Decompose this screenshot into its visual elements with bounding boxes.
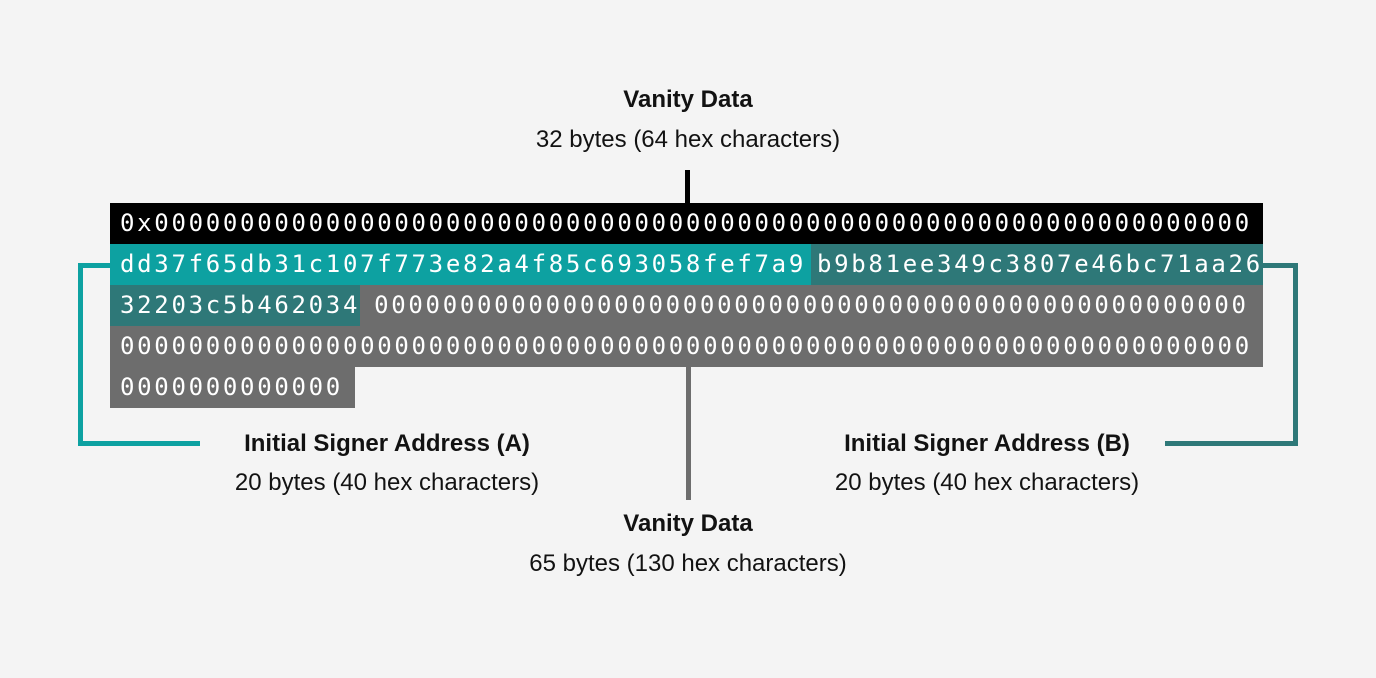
signer-b-bracket-top-line [1263, 263, 1298, 268]
signer-b-bracket-bottom-line [1165, 441, 1298, 446]
prefix-zeros-segment: 0x00000000000000000000000000000000000000… [120, 209, 1252, 237]
signer-a-bracket-top-line [78, 263, 110, 268]
bottom-connector-line [686, 367, 691, 500]
bottom-vanity-title: Vanity Data [623, 510, 753, 537]
signer-b-subtitle: 20 bytes (40 hex characters) [834, 469, 1140, 496]
hex-row-vanity-zeros: 0000000000000000000000000000000000000000… [110, 326, 1263, 367]
signer-a-bracket-vertical-line [78, 263, 83, 446]
top-connector-line [685, 170, 690, 204]
top-vanity-title: Vanity Data [623, 86, 753, 113]
signer-b-bracket-vertical-line [1293, 263, 1298, 446]
hex-row-prefix: 0x00000000000000000000000000000000000000… [110, 203, 1263, 244]
top-vanity-subtitle: 32 bytes (64 hex characters) [535, 126, 841, 153]
signer-b-segment-part2: 32203c5b462034 [110, 285, 361, 326]
hex-row-vanity-zeros-tail: 0000000000000 [110, 367, 355, 408]
vanity-zeros-segment-1: 0000000000000000000000000000000000000000… [374, 291, 1249, 319]
bottom-vanity-subtitle: 65 bytes (130 hex characters) [529, 550, 847, 577]
signer-a-bracket-bottom-line [78, 441, 200, 446]
vanity-zeros-segment-3: 0000000000000 [120, 373, 343, 401]
vanity-zeros-segment-2: 0000000000000000000000000000000000000000… [120, 332, 1252, 360]
signer-b-segment-part1: b9b81ee349c3807e46bc71aa26 [810, 244, 1263, 285]
hex-row-signer-b-end: 32203c5b462034 0000000000000000000000000… [110, 285, 1263, 326]
signer-a-title: Initial Signer Address (A) [244, 430, 530, 457]
signer-a-segment: dd37f65db31c107f773e82a4f85c693058fef7a9 [110, 244, 811, 285]
signer-a-subtitle: 20 bytes (40 hex characters) [234, 469, 540, 496]
signer-b-title: Initial Signer Address (B) [844, 430, 1130, 457]
hex-row-signers: dd37f65db31c107f773e82a4f85c693058fef7a9… [110, 244, 1263, 285]
